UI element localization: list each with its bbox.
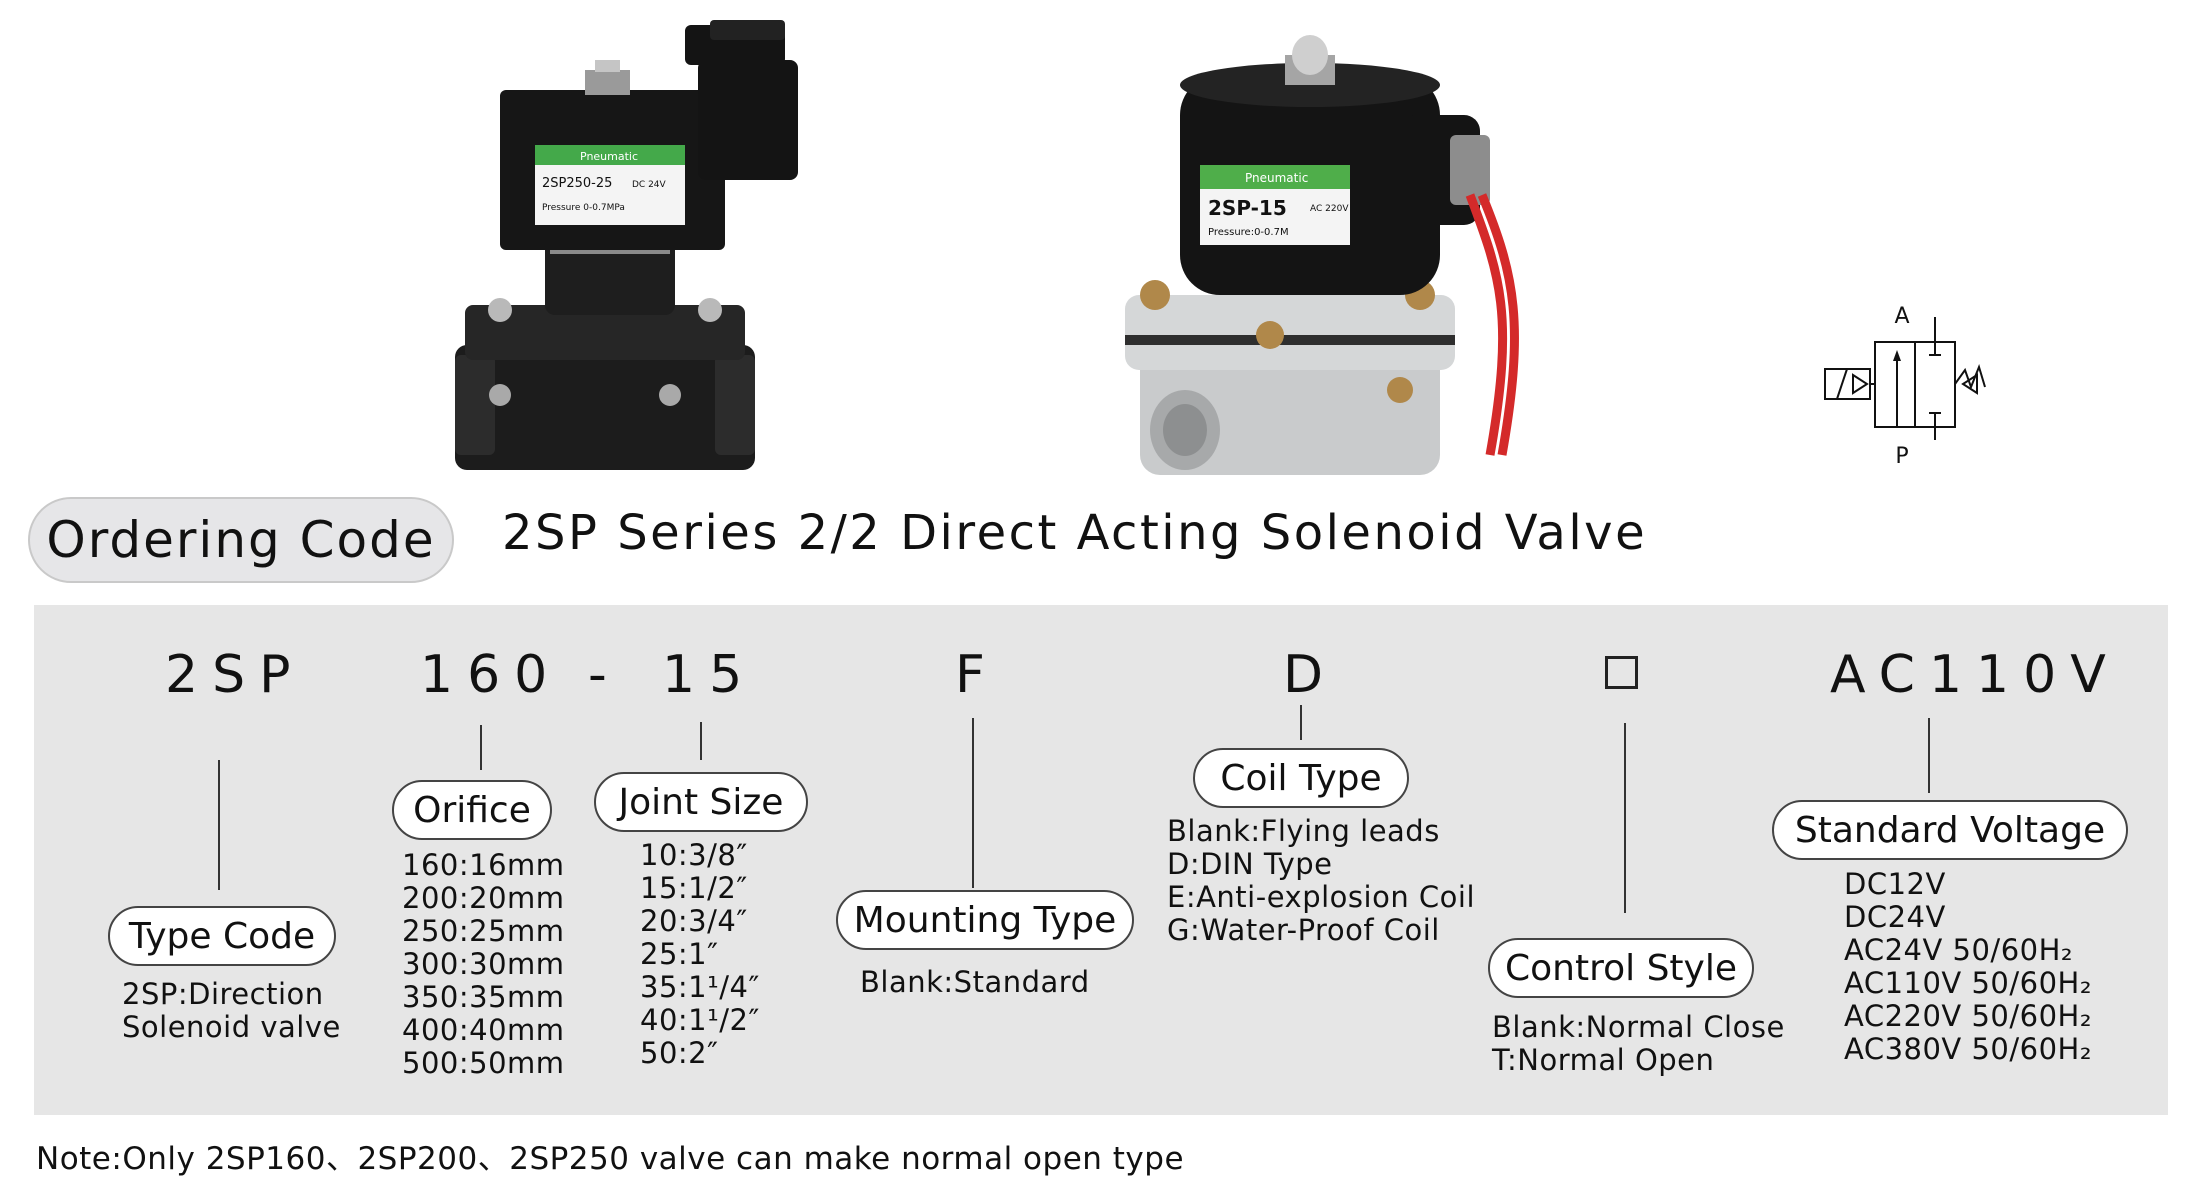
list-item: Blank:Standard bbox=[860, 965, 1090, 999]
standard-voltage-list: DC12V DC24V AC24V 50/60H₂ AC110V 50/60H₂… bbox=[1844, 868, 2092, 1066]
list-item: 35:1¹/4″ bbox=[640, 970, 760, 1004]
list-item: AC380V 50/60H₂ bbox=[1844, 1032, 2092, 1066]
list-item: 350:35mm bbox=[402, 980, 565, 1014]
line-coil bbox=[1300, 705, 1302, 740]
list-item: 250:25mm bbox=[402, 914, 565, 948]
list-item: AC110V 50/60H₂ bbox=[1844, 966, 2092, 1000]
standard-voltage-label: Standard Voltage bbox=[1772, 800, 2128, 860]
list-item: 400:40mm bbox=[402, 1013, 565, 1047]
ordering-code-pill: Ordering Code bbox=[28, 497, 454, 583]
list-item: 10:3/8″ bbox=[640, 838, 748, 872]
black-valve-label-model: 2SP250-25 bbox=[542, 176, 612, 191]
black-valve-label-pressure: Pressure 0-0.7MPa bbox=[542, 203, 625, 213]
control-style-label: Control Style bbox=[1488, 938, 1754, 998]
grey-valve-label-model: 2SP-15 bbox=[1208, 196, 1287, 220]
type-code-list: 2SP:Direction Solenoid valve bbox=[122, 978, 341, 1044]
list-item: 20:3/4″ bbox=[640, 904, 748, 938]
list-item: 25:1″ bbox=[640, 937, 719, 971]
valve-symbol-diagram: A P bbox=[1824, 304, 1986, 469]
code-control-box bbox=[1605, 656, 1638, 689]
coil-type-label: Coil Type bbox=[1193, 748, 1409, 808]
control-style-list: Blank:Normal Close T:Normal Open bbox=[1492, 1011, 1785, 1077]
list-item: 500:50mm bbox=[402, 1046, 565, 1080]
symbol-port-p: P bbox=[1895, 444, 1908, 469]
list-item: DC24V bbox=[1844, 900, 1946, 934]
coil-type-list: Blank:Flying leads D:DIN Type E:Anti-exp… bbox=[1167, 815, 1475, 947]
code-voltage: AC110V bbox=[1830, 645, 2120, 705]
orifice-label: Orifice bbox=[392, 780, 552, 840]
code-mounting: F bbox=[955, 645, 999, 705]
line-control bbox=[1624, 723, 1626, 913]
mounting-type-list: Blank:Standard bbox=[860, 966, 1090, 999]
list-item: 200:20mm bbox=[402, 881, 565, 915]
list-item: 50:2″ bbox=[640, 1036, 719, 1070]
code-type: 2SP bbox=[165, 645, 305, 705]
black-valve-label-voltage: DC 24V bbox=[632, 180, 667, 190]
list-item: T:Normal Open bbox=[1492, 1043, 1715, 1077]
list-item: 160:16mm bbox=[402, 848, 565, 882]
code-orifice: 160 bbox=[420, 645, 562, 705]
joint-size-label: Joint Size bbox=[594, 772, 808, 832]
grey-valve-label-voltage: AC 220V bbox=[1310, 204, 1349, 214]
ordering-code-panel bbox=[34, 605, 2168, 1115]
list-item: G:Water-Proof Coil bbox=[1167, 913, 1440, 947]
list-item: 2SP:Direction bbox=[122, 977, 324, 1011]
series-title: 2SP Series 2/2 Direct Acting Solenoid Va… bbox=[502, 505, 1648, 561]
list-item: Solenoid valve bbox=[122, 1010, 341, 1044]
type-code-label: Type Code bbox=[108, 906, 336, 966]
list-item: DC12V bbox=[1844, 867, 1946, 901]
symbol-port-a: A bbox=[1894, 304, 1909, 329]
line-orifice bbox=[480, 725, 482, 770]
list-item: 300:30mm bbox=[402, 947, 565, 981]
code-dash: - bbox=[588, 645, 621, 705]
list-item: 15:1/2″ bbox=[640, 871, 748, 905]
line-joint bbox=[700, 722, 702, 760]
orifice-list: 160:16mm 200:20mm 250:25mm 300:30mm 350:… bbox=[402, 849, 565, 1080]
code-coil: D bbox=[1283, 645, 1338, 705]
grey-solenoid-valve-image: Pneumatic 2SP-15 AC 220V Pressure:0-0.7M bbox=[1125, 35, 1519, 475]
line-voltage bbox=[1928, 718, 1930, 793]
list-item: Blank:Flying leads bbox=[1167, 814, 1440, 848]
black-valve-label-brand: Pneumatic bbox=[580, 150, 638, 163]
list-item: 40:1¹/2″ bbox=[640, 1003, 760, 1037]
footnote: Note:Only 2SP160、2SP200、2SP250 valve can… bbox=[36, 1141, 1185, 1177]
line-type bbox=[218, 760, 220, 890]
list-item: Blank:Normal Close bbox=[1492, 1010, 1785, 1044]
grey-valve-label-pressure: Pressure:0-0.7M bbox=[1208, 227, 1289, 238]
black-solenoid-valve-image: Pneumatic 2SP250-25 DC 24V Pressure 0-0.… bbox=[455, 20, 798, 470]
list-item: D:DIN Type bbox=[1167, 847, 1333, 881]
joint-size-list: 10:3/8″ 15:1/2″ 20:3/4″ 25:1″ 35:1¹/4″ 4… bbox=[640, 839, 760, 1070]
list-item: AC24V 50/60H₂ bbox=[1844, 933, 2074, 967]
line-mounting bbox=[972, 718, 974, 888]
mounting-type-label: Mounting Type bbox=[836, 890, 1134, 950]
list-item: AC220V 50/60H₂ bbox=[1844, 999, 2092, 1033]
code-joint: 15 bbox=[662, 645, 757, 705]
list-item: E:Anti-explosion Coil bbox=[1167, 880, 1476, 914]
grey-valve-label-brand: Pneumatic bbox=[1245, 171, 1308, 185]
